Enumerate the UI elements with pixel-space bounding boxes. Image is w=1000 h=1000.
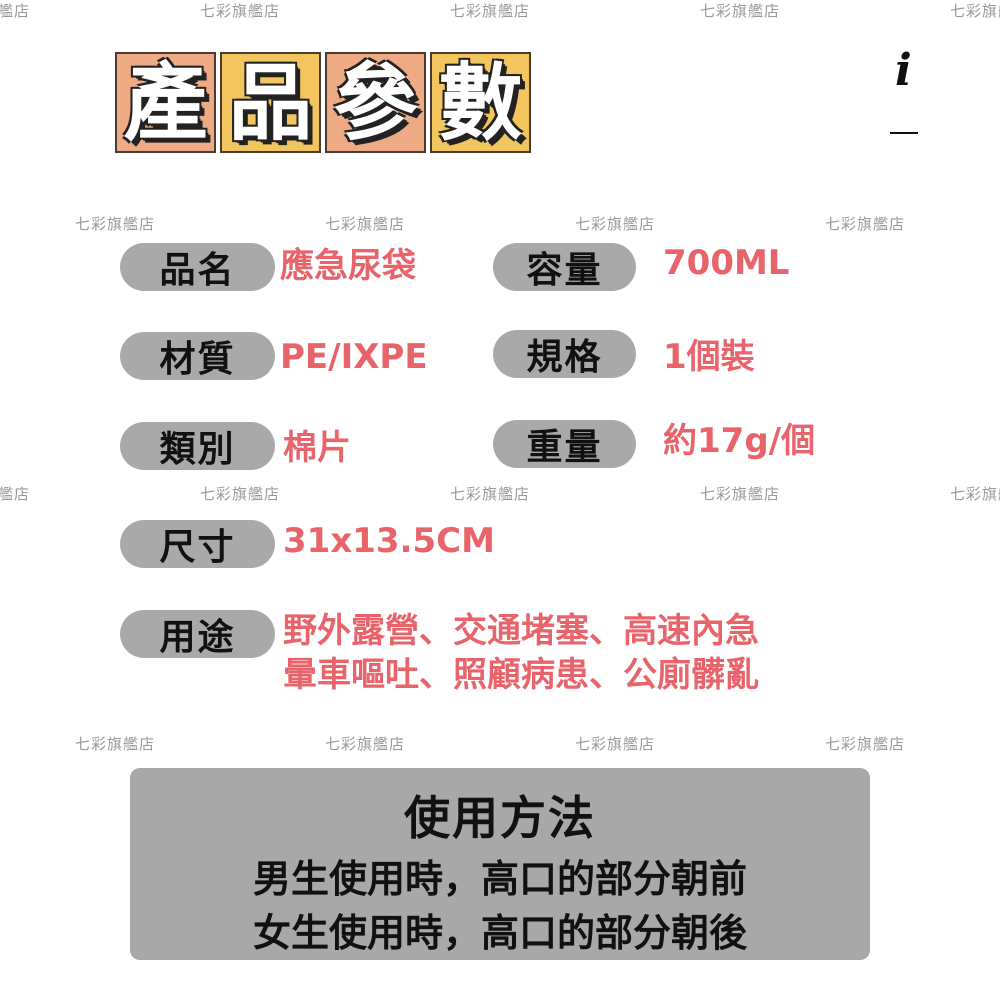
spec-value: 約17g/個 <box>663 421 816 461</box>
usage-title: 使用方法 <box>404 791 596 845</box>
watermark-text: 七彩旗艦店 <box>0 485 31 503</box>
title-char: 參 <box>325 52 426 153</box>
watermark-text: 七彩旗艦店 <box>700 2 781 20</box>
watermark-text: 七彩旗艦店 <box>450 2 531 20</box>
watermark-text: 七彩旗艦店 <box>700 485 781 503</box>
watermark-text: 七彩旗艦店 <box>950 2 1000 20</box>
watermark-text: 七彩旗艦店 <box>0 2 31 20</box>
watermark-text: 七彩旗艦店 <box>450 485 531 503</box>
spec-value: 棉片 <box>283 428 351 468</box>
spec-value: PE/IXPE <box>280 337 428 377</box>
title-char: 產 <box>115 52 216 153</box>
usage-line: 男生使用時，高口的部分朝前 <box>252 857 747 901</box>
spec-value: 應急尿袋 <box>280 246 416 286</box>
spec-label: 用途 <box>120 610 275 658</box>
spec-label: 重量 <box>493 420 636 468</box>
divider <box>890 132 918 134</box>
watermark-text: 七彩旗艦店 <box>825 215 906 233</box>
spec-value: 700ML <box>663 243 790 283</box>
title-char: 品 <box>220 52 321 153</box>
watermark-text: 七彩旗艦店 <box>325 215 406 233</box>
page-title: 產 品 參 數 <box>115 52 531 153</box>
spec-label: 尺寸 <box>120 520 275 568</box>
spec-label: 規格 <box>493 330 636 378</box>
watermark-text: 七彩旗艦店 <box>575 735 656 753</box>
watermark-text: 七彩旗艦店 <box>75 215 156 233</box>
usage-line: 女生使用時，高口的部分朝後 <box>252 911 747 955</box>
spec-label: 類別 <box>120 422 275 470</box>
watermark-text: 七彩旗艦店 <box>825 735 906 753</box>
spec-label: 容量 <box>493 243 636 291</box>
info-icon: i <box>895 45 912 96</box>
spec-value: 31x13.5CM <box>283 521 495 561</box>
spec-value-line2: 暈車嘔吐、照顧病患、公廁髒亂 <box>283 655 759 695</box>
watermark-text: 七彩旗艦店 <box>575 215 656 233</box>
usage-panel: 使用方法 男生使用時，高口的部分朝前 女生使用時，高口的部分朝後 <box>130 768 870 960</box>
spec-label: 材質 <box>120 332 275 380</box>
watermark-text: 七彩旗艦店 <box>950 485 1000 503</box>
watermark-text: 七彩旗艦店 <box>325 735 406 753</box>
title-char: 數 <box>430 52 531 153</box>
watermark-text: 七彩旗艦店 <box>200 485 281 503</box>
spec-label: 品名 <box>120 243 275 291</box>
spec-value: 1個裝 <box>663 337 755 377</box>
watermark-text: 七彩旗艦店 <box>200 2 281 20</box>
spec-value: 野外露營、交通堵塞、高速內急 <box>283 611 759 651</box>
watermark-text: 七彩旗艦店 <box>75 735 156 753</box>
